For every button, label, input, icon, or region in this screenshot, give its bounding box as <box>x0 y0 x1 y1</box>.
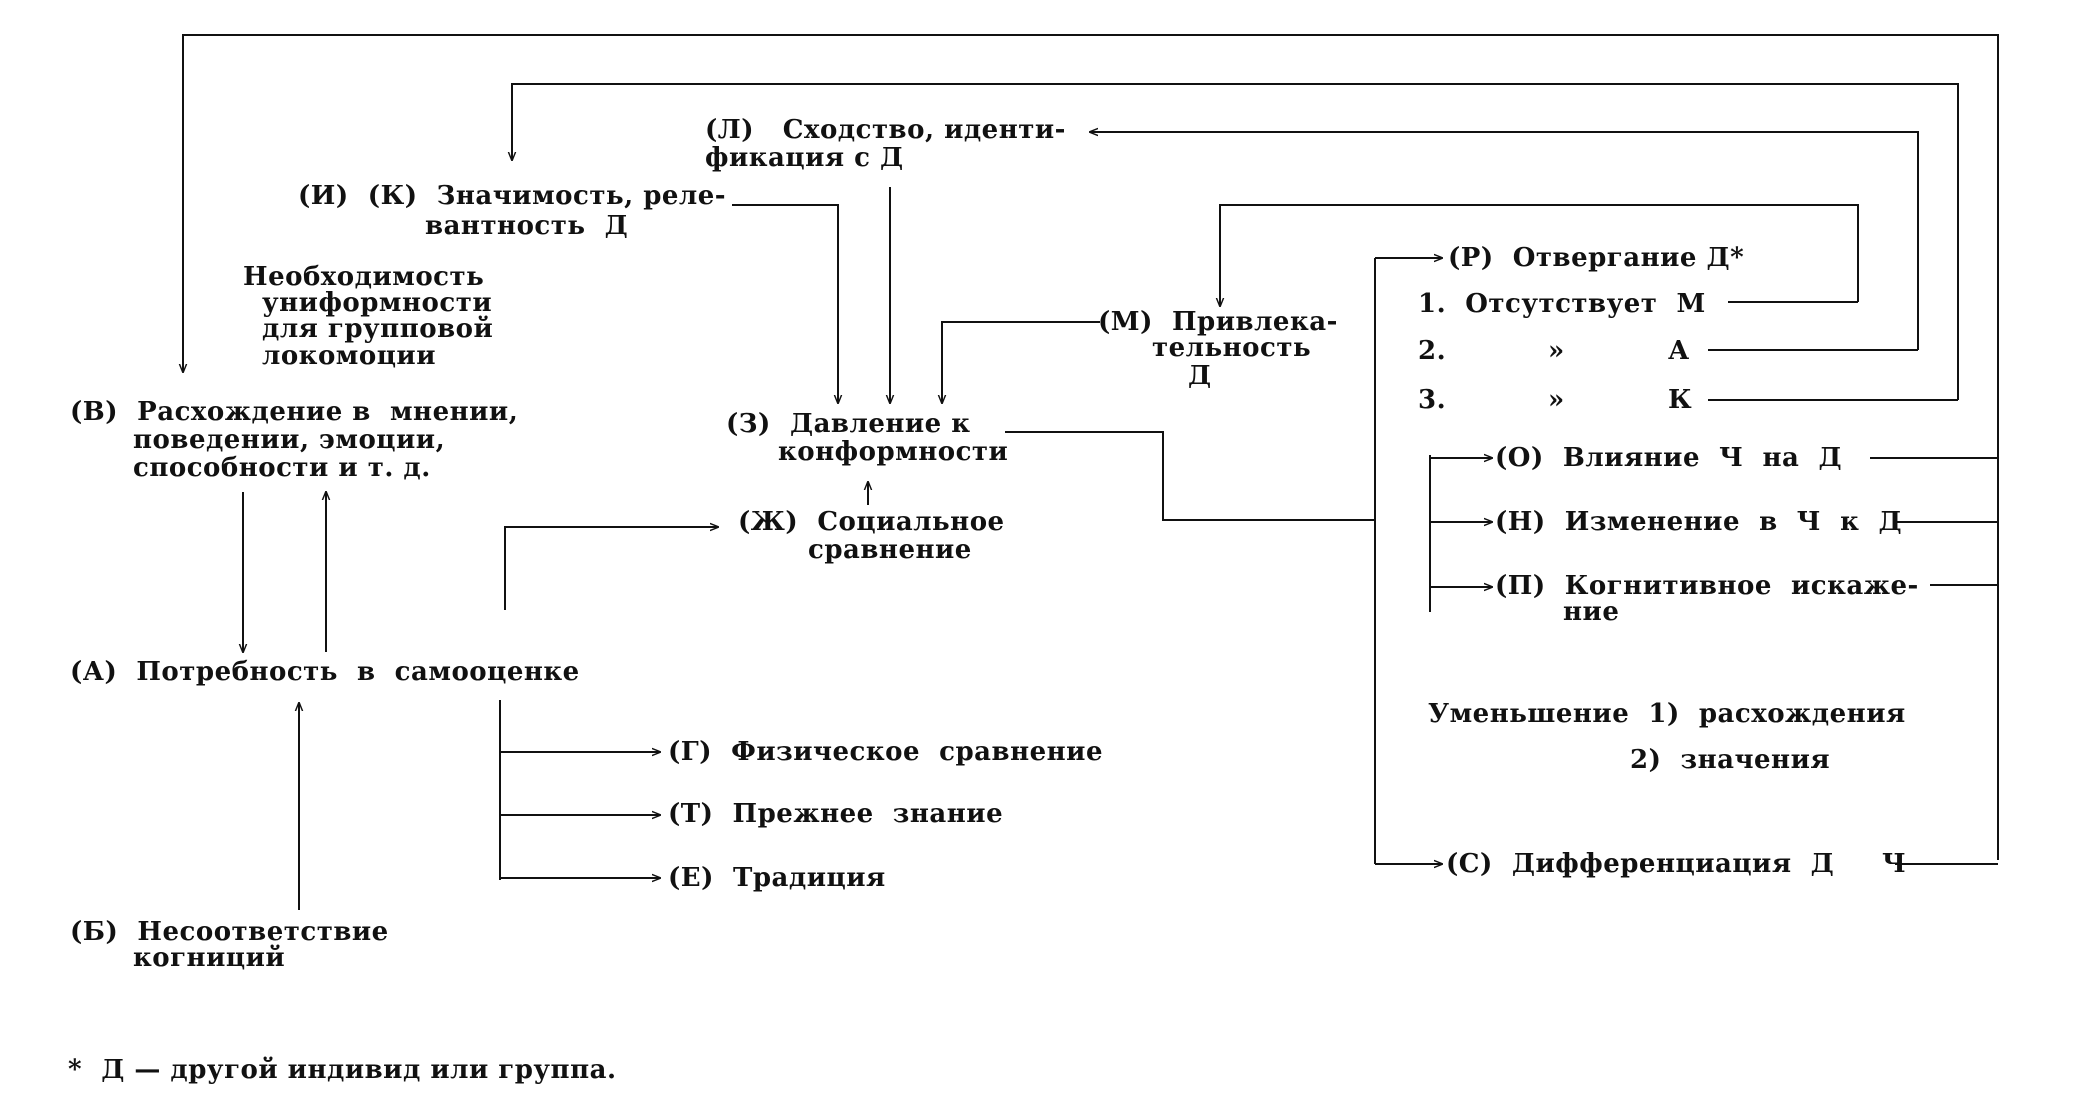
node-z-line1: (З) Давление к <box>726 409 971 439</box>
node-l-line2: фикация с Д <box>705 143 904 173</box>
loop-m-to-m <box>1220 204 1859 306</box>
node-z-line2: конформности <box>778 437 1009 467</box>
need-line4: локомоции <box>262 341 436 371</box>
node-o: (О) Влияние Ч на Д <box>1495 443 1843 473</box>
a-to-zh <box>504 527 718 610</box>
need-line1: Необходимость <box>243 262 485 292</box>
node-m-line1: (М) Привлека- <box>1098 307 1338 337</box>
loop-a-to-l <box>1090 132 1919 350</box>
node-r-item1: 1. Отсутствует М <box>1418 289 1706 319</box>
node-ik-line2: вантность Д <box>425 211 629 241</box>
node-r-title: (Р) Отвергание Д* <box>1448 243 1745 273</box>
node-b-line1: (Б) Несоответствие <box>70 917 389 947</box>
m-to-z <box>942 321 1100 403</box>
node-v-line3: способности и т. д. <box>133 453 431 483</box>
node-g: (Г) Физическое сравнение <box>668 737 1104 767</box>
node-m-line3: Д <box>1188 361 1212 391</box>
need-line3: для групповой <box>262 314 494 344</box>
loop-c-to-v <box>183 34 1999 860</box>
node-r-item2-num: 2. <box>1418 336 1447 366</box>
loop-k-to-ik <box>512 83 1959 400</box>
node-r-item3-letter: К <box>1668 385 1693 415</box>
node-p-line2: ние <box>1563 597 1620 627</box>
node-b-line2: когниций <box>133 943 286 973</box>
node-m-line2: тельность <box>1152 333 1312 363</box>
node-t: (Т) Прежнее знание <box>668 799 1004 829</box>
node-l-line1: (Л) Сходство, иденти- <box>705 115 1066 145</box>
node-p-line1: (П) Когнитивное искаже- <box>1495 571 1919 601</box>
node-r-item3-ditto: » <box>1548 385 1565 415</box>
node-zh-line1: (Ж) Социальное <box>738 507 1005 537</box>
ik-to-z <box>732 204 838 403</box>
node-v-line2: поведении, эмоции, <box>133 425 446 455</box>
node-zh-line2: сравнение <box>808 535 972 565</box>
node-a: (А) Потребность в самооценке <box>70 657 580 687</box>
node-r-item2-ditto: » <box>1548 336 1565 366</box>
reduction-line1: Уменьшение 1) расхождения <box>1428 699 1906 729</box>
z-to-outcomes <box>1005 431 1375 521</box>
node-r-item3-num: 3. <box>1418 385 1447 415</box>
node-n: (Н) Изменение в Ч к Д <box>1495 507 1903 537</box>
node-c: (С) Дифференциация Д Ч <box>1446 849 1907 879</box>
node-ik-line1: (И) (К) Значимость, реле- <box>298 181 727 211</box>
node-v-line1: (В) Расхождение в мнении, <box>70 397 519 427</box>
reduction-line2: 2) значения <box>1630 745 1831 775</box>
need-line2: униформности <box>262 288 493 318</box>
node-e: (Е) Традиция <box>668 863 886 893</box>
node-r-item2-letter: А <box>1668 336 1690 366</box>
footnote: * Д — другой индивид или группа. <box>68 1055 617 1085</box>
